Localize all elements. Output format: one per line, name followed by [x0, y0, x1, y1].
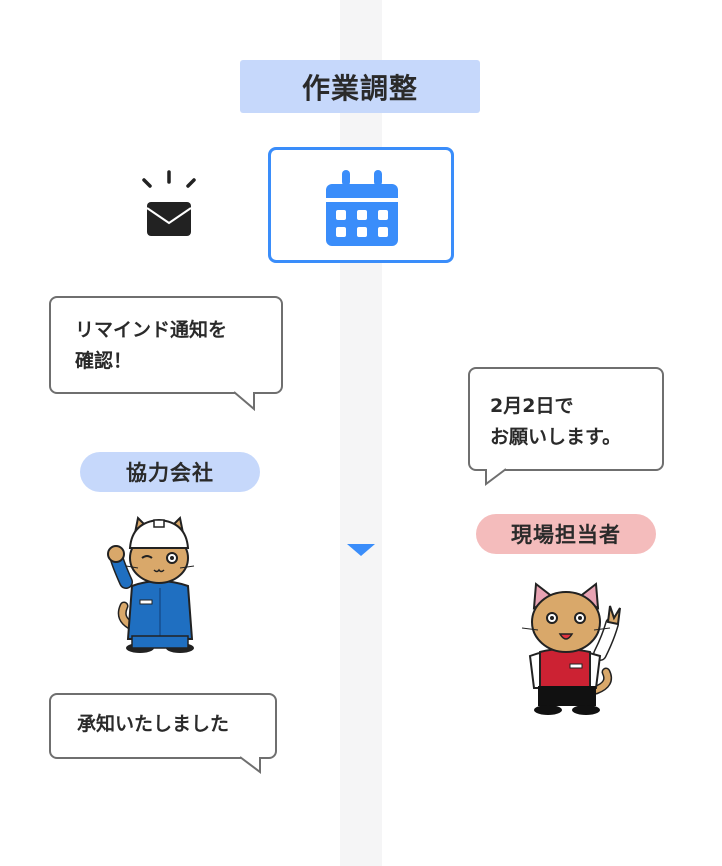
- role-label-site: 現場担当者: [476, 514, 656, 554]
- bubble-line: リマインド通知を: [75, 319, 228, 341]
- speech-bubble-reply: 2月2日で お願いします。: [468, 367, 664, 471]
- partner-cat-illustration: [107, 515, 195, 653]
- bubble-line: お願いします。: [490, 426, 622, 449]
- mail-notification-icon: [142, 170, 196, 236]
- page-title: 作業調整: [240, 60, 480, 113]
- bubble-tail: [233, 391, 255, 411]
- bubble-line: 確認！: [75, 350, 133, 373]
- timeline-arrow-down-icon: [347, 544, 375, 556]
- speech-bubble-ack: 承知いたしました: [49, 693, 277, 759]
- timeline-bar: [340, 0, 382, 866]
- calendar-card[interactable]: [268, 147, 454, 263]
- calendar-icon: [326, 170, 398, 246]
- bubble-tail: [239, 756, 261, 774]
- speech-bubble-reminder: リマインド通知を 確認！: [49, 296, 283, 394]
- bubble-line: 2月2日で: [490, 395, 574, 417]
- site-manager-cat-illustration: [521, 582, 621, 715]
- role-label-partner: 協力会社: [80, 452, 260, 492]
- bubble-tail: [485, 468, 507, 486]
- bubble-line: 承知いたしました: [77, 713, 230, 735]
